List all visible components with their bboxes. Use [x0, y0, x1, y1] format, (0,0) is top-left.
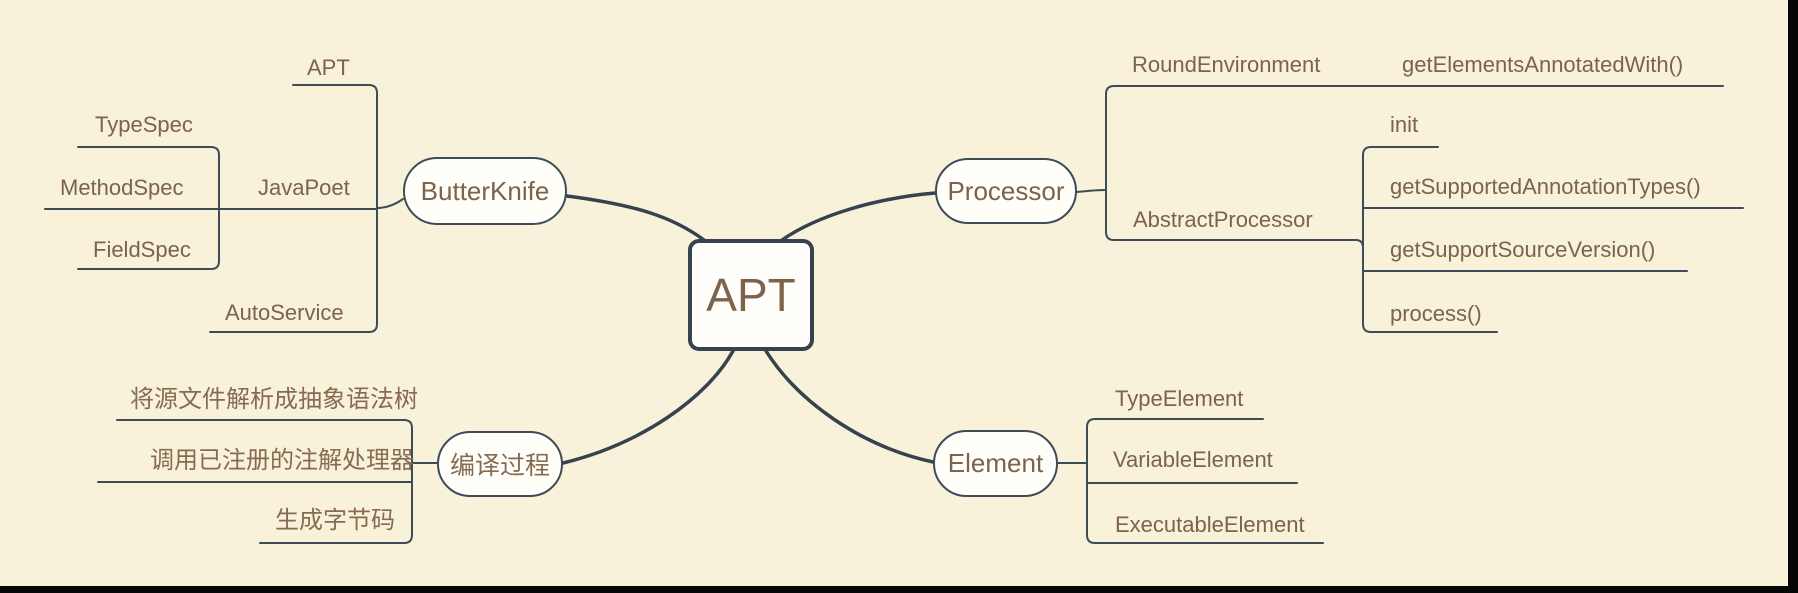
main-curve-butterknife — [565, 194, 706, 242]
branch-stub-butterknife — [376, 198, 404, 209]
topic-fieldspec[interactable]: FieldSpec — [93, 237, 191, 262]
bottom-edge-bar — [0, 586, 1798, 593]
topic-methodspec[interactable]: MethodSpec — [60, 175, 184, 200]
topic-element[interactable]: Element — [933, 430, 1058, 497]
topic-getelementsannotatedwith[interactable]: getElementsAnnotatedWith() — [1402, 52, 1684, 77]
branch-line-apt-autoservice-bracket — [209, 84, 378, 333]
topic-init[interactable]: init — [1390, 112, 1419, 137]
topic-roundenvironment[interactable]: RoundEnvironment — [1132, 52, 1321, 77]
topic-processor[interactable]: Processor — [935, 158, 1077, 224]
branch-stub-processor — [1076, 189, 1107, 193]
right-edge-bar — [1788, 0, 1798, 593]
main-curve-processor — [780, 191, 937, 242]
topic-getsupportsourceversion[interactable]: getSupportSourceVersion() — [1390, 237, 1656, 262]
main-curve-element — [764, 349, 935, 464]
topic-abstractprocessor[interactable]: AbstractProcessor — [1133, 207, 1313, 232]
root-topic-apt[interactable]: APT — [688, 239, 814, 351]
topic-autoservice[interactable]: AutoService — [225, 300, 344, 325]
topic-typespec[interactable]: TypeSpec — [95, 112, 193, 137]
topic-executableelement[interactable]: ExecutableElement — [1115, 512, 1305, 537]
topic-apt-annotation[interactable]: APT — [307, 55, 350, 80]
topic-javapoet[interactable]: JavaPoet — [258, 175, 350, 200]
topic-compile-process[interactable]: 编译过程 — [437, 431, 563, 497]
topic-butterknife[interactable]: ButterKnife — [403, 157, 567, 225]
topic-variableelement[interactable]: VariableElement — [1113, 447, 1273, 472]
main-curve-compile — [561, 349, 735, 465]
topic-invoke-registered-processors[interactable]: 调用已注册的注解处理器 — [150, 447, 414, 474]
topic-typeelement[interactable]: TypeElement — [1115, 386, 1244, 411]
topic-getsupportedannotationtypes[interactable]: getSupportedAnnotationTypes() — [1390, 174, 1701, 199]
topic-generate-bytecode[interactable]: 生成字节码 — [275, 507, 395, 534]
topic-parse-source-to-ast[interactable]: 将源文件解析成抽象语法树 — [130, 386, 418, 413]
topic-process[interactable]: process() — [1390, 301, 1482, 326]
